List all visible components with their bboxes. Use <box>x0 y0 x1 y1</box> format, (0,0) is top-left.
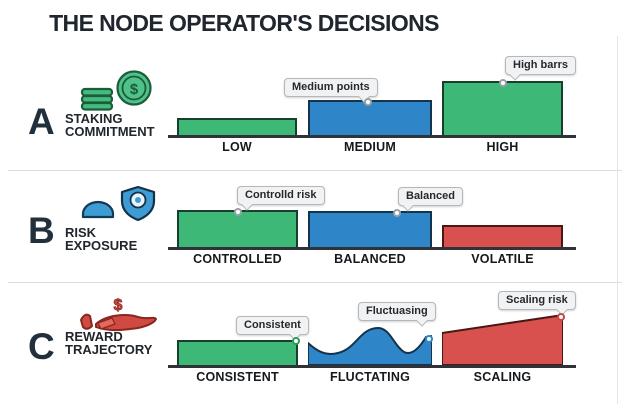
tooltip-medium-points: Medium points <box>284 78 378 97</box>
wedge-shape-scaling <box>442 313 563 365</box>
category-label-medium: MEDIUM <box>344 140 396 154</box>
hand-dollar-icon: $ <box>80 297 157 332</box>
marker-fluctuasing <box>425 335 433 343</box>
panel-label-c-line1: REWARD <box>65 329 123 344</box>
row-divider-1 <box>8 170 622 171</box>
panel-label-c-line2: TRAJECTORY <box>65 342 153 357</box>
tooltip-consistent: Consistent <box>236 316 309 335</box>
tooltip-high-barrs: High barrs <box>505 56 577 75</box>
marker-scaling-risk <box>557 313 565 321</box>
shield-icon <box>81 185 156 222</box>
coin-stack-icon: $ <box>80 70 152 111</box>
category-label-scaling: SCALING <box>473 370 532 384</box>
category-label-low: LOW <box>222 140 252 154</box>
category-label-balanced: BALANCED <box>334 252 406 266</box>
bar-high <box>442 81 563 135</box>
panel-label-a-line2: COMMITMENT <box>65 124 155 139</box>
hand-dollar-glyph: $ <box>114 297 123 314</box>
panel-letter-a: A <box>28 101 55 142</box>
panel-letter-c: C <box>28 326 55 367</box>
bar-low <box>177 118 297 135</box>
chart-zone-a <box>168 79 576 138</box>
tooltip-fluctuasing: Fluctuasing <box>358 302 436 321</box>
panel-label-a-line1: STAKING <box>65 111 123 126</box>
marker-consistent <box>292 337 300 345</box>
bar-medium <box>308 100 432 135</box>
tooltip-scaling-risk: Scaling risk <box>498 291 576 310</box>
bar-volatile <box>442 225 563 247</box>
category-label-high: HIGH <box>486 140 519 154</box>
marker-balanced <box>393 209 401 217</box>
marker-controlld-risk <box>234 208 242 216</box>
row-divider-2 <box>8 282 622 283</box>
page-title: THE NODE OPERATOR'S DECISIONS <box>49 10 439 36</box>
marker-medium-points <box>364 98 372 106</box>
chart-zone-c <box>168 309 576 368</box>
tooltip-controlld-risk: Controlld risk <box>237 186 325 205</box>
category-label-consistent: CONSISTENT <box>196 370 279 384</box>
panel-label-b-line1: RISK <box>65 225 97 240</box>
panel-label-b-line2: EXPOSURE <box>65 238 138 253</box>
wave-shape-fluctating <box>308 326 432 365</box>
right-edge-line <box>617 36 618 404</box>
bar-balanced <box>308 211 432 247</box>
marker-high-barrs <box>499 79 507 87</box>
panel-letter-b: B <box>28 210 55 251</box>
category-label-volatile: VOLATILE <box>471 252 534 266</box>
category-label-controlled: CONTROLLED <box>193 252 282 266</box>
category-label-fluctating: FLUCTATING <box>330 370 410 384</box>
tooltip-balanced: Balanced <box>398 187 463 206</box>
bar-consistent <box>177 340 298 365</box>
chart-zone-b <box>168 191 576 250</box>
coin-dollar-glyph: $ <box>130 81 139 98</box>
